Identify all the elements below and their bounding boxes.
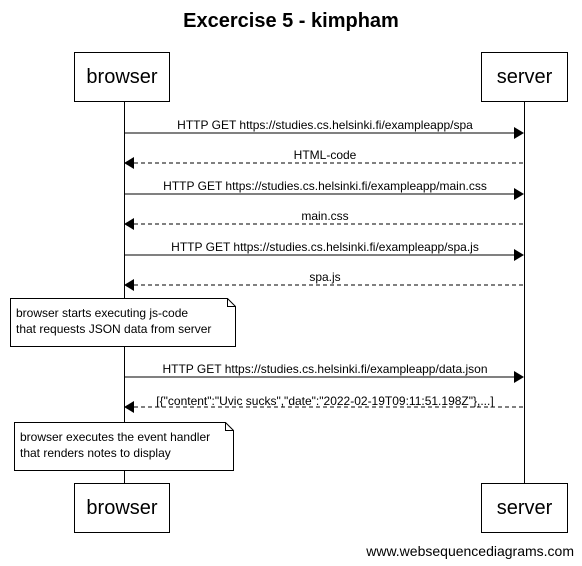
footer-credit: www.websequencediagrams.com [366,543,574,559]
message-label-3: HTTP GET https://studies.cs.helsinki.fi/… [163,179,487,193]
message-arrow-6 [124,279,524,291]
message-label-1: HTTP GET https://studies.cs.helsinki.fi/… [177,118,473,132]
message-label-6: spa.js [309,270,341,284]
message-arrow-2 [124,157,524,169]
message-arrow-7 [124,371,524,383]
participant-server-bottom: server [481,483,568,533]
note-2-line-2: that renders notes to display [20,446,171,460]
message-label-4: main.css [301,209,349,223]
message-arrow-3 [124,188,524,200]
message-label-8: [{"content":"Uvic sucks","date":"2022-02… [156,394,494,408]
message-label-7: HTTP GET https://studies.cs.helsinki.fi/… [162,362,488,376]
note-1-line-2: that requests JSON data from server [16,322,212,336]
message-arrow-8 [124,401,524,413]
note-2-line-1: browser executes the event handler [20,430,211,444]
message-arrow-5 [124,249,524,261]
participant-server-top: server [481,52,568,102]
message-arrow-1 [124,127,524,139]
message-arrow-4 [124,218,524,230]
note-2-border [14,422,234,471]
browser-lifeline [124,102,125,483]
note-2: browser executes the event handler that … [14,422,234,471]
server-lifeline [524,102,525,483]
participant-browser-bottom: browser [74,483,170,533]
note-1-border [10,298,236,347]
diagram-title: Excercise 5 - kimpham [183,10,399,32]
message-label-5: HTTP GET https://studies.cs.helsinki.fi/… [171,240,479,254]
note-1: browser starts executing js-code that re… [10,298,236,347]
message-label-2: HTML-code [293,148,357,162]
participant-browser-top: browser [74,52,170,102]
note-1-line-1: browser starts executing js-code [16,306,189,320]
